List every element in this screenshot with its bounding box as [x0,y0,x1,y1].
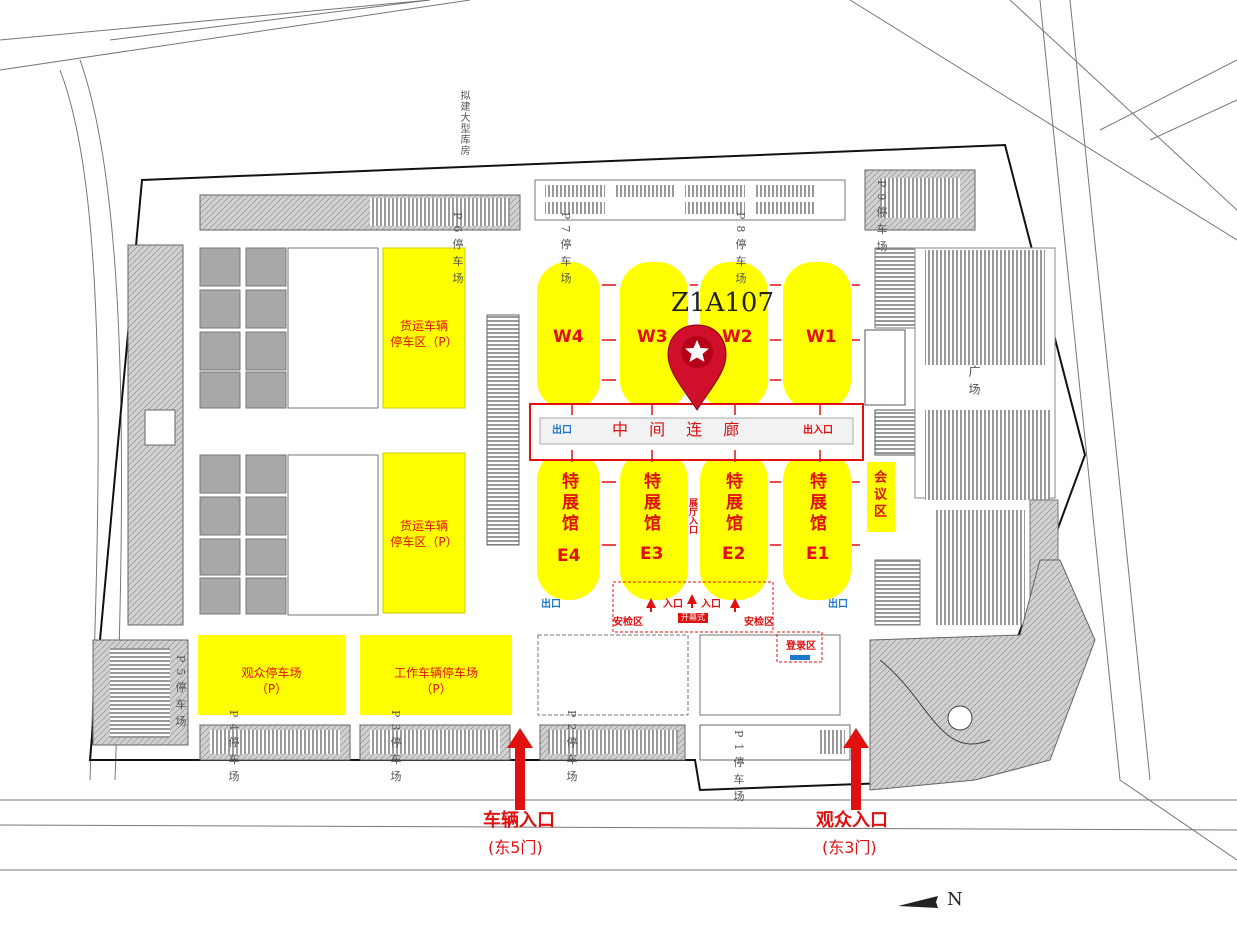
corridor-exit-right: 出入口 [803,425,833,436]
lot-p1: P1停车场 [732,730,745,808]
freight-open-lot-1 [287,247,379,409]
north-arrow-icon [898,896,938,908]
lot-p3: P3停车场 [389,710,402,788]
register-label: 登录区 [786,641,816,652]
hall-w4[interactable]: W4 [553,327,584,347]
west-crossing [144,409,176,446]
lot-p8: P8停车场 [734,212,747,290]
corridor-exit-left: 出口 [552,425,572,436]
square-label: 广场 [967,365,981,401]
lot-p2: P2停车场 [565,710,578,788]
freight-line2: 停车区（P） [390,335,458,349]
hall-e2-code[interactable]: E2 [722,544,746,564]
register-zone [776,631,823,663]
freight-line1: 货运车辆 [399,319,448,333]
hall-w1[interactable]: W1 [806,327,837,347]
lot-p9: P9停车场 [875,180,888,258]
hall-e1-code[interactable]: E1 [806,544,830,564]
roads [0,0,1237,871]
security-left: 安检区 [613,617,643,628]
hall-e2-name[interactable]: 特展馆 [722,472,742,535]
corridor-label: 中 间 连 廊 [612,420,748,439]
entrance-arrows [646,594,740,612]
hall-e1-name[interactable]: 特展馆 [806,472,826,535]
entrance-1: 入口 [663,599,683,610]
lot-p7: P7停车场 [559,212,572,290]
freight-line1-b: 货运车辆 [399,519,448,533]
lot-p5: P5停车场 [174,655,187,733]
vehicle-gate-sub: (东5门) [488,838,543,857]
hall-e3-name[interactable]: 特展馆 [640,472,660,535]
hall-e3-code[interactable]: E3 [640,544,664,564]
visitor-gate-title[interactable]: 观众入口 [816,810,888,831]
freight-parking-2 [382,452,466,614]
visitor-parking [198,635,345,715]
location-pin-icon[interactable] [667,324,727,411]
hall-e4-name[interactable]: 特展馆 [558,472,578,535]
visitor-parking-label: 观众停车场 （P） [198,665,345,697]
exit-right-bottom: 出口 [828,599,848,610]
staff-parking-label: 工作车辆停车场 （P） [360,665,512,697]
staff-parking-line1: 工作车辆停车场 [393,666,478,680]
exit-left-bottom: 出口 [541,599,561,610]
lot-p4: P4停车场 [227,710,240,788]
freight-parking-2-label: 货运车辆 停车区（P） [383,518,465,550]
visitor-gate-sub: (东3门) [822,838,877,857]
gate-arrows [507,728,869,810]
hall-entrance: 展厅入口 [687,498,697,534]
top-parking [199,169,976,231]
service-building [486,314,520,546]
meeting-area-label: 会议区 [871,470,886,521]
hall-w2[interactable]: W2 [722,327,753,347]
freight-parking-1 [382,247,466,409]
security-right: 安检区 [744,617,774,628]
security-zone [612,581,774,633]
west-halls [537,262,851,410]
park-area [869,559,1096,791]
staff-parking-line2: （P） [420,682,452,696]
north-label: N [947,889,963,910]
freight-grid [199,247,287,615]
register-bar [790,655,810,660]
hall-e4-code[interactable]: E4 [557,546,581,566]
middle-lot-2 [699,634,841,716]
planned-warehouse: 拟建大型库房 [458,90,469,156]
vehicle-gate-title[interactable]: 车辆入口 [483,810,555,831]
lot-p6: P6停车场 [451,212,464,290]
bottom-parking [92,639,851,761]
staff-parking [360,635,512,715]
opening-ceremony: 开幕式 [678,613,708,623]
visitor-parking-line1: 观众停车场 [241,666,302,680]
freight-parking-1-label: 货运车辆 停车区（P） [383,318,465,350]
booth-code: Z1A107 [671,288,775,318]
freight-open-lot-2 [287,454,379,616]
hall-w3[interactable]: W3 [637,327,668,347]
entrance-2: 入口 [701,599,721,610]
middle-lot-1 [537,634,689,716]
freight-line2-b: 停车区（P） [390,535,458,549]
visitor-parking-line2: （P） [255,682,288,696]
east-structures [864,247,1059,631]
hall-arrows [571,284,860,546]
corridor-inner [539,417,854,445]
east-halls [537,450,851,600]
meeting-area [867,462,895,532]
